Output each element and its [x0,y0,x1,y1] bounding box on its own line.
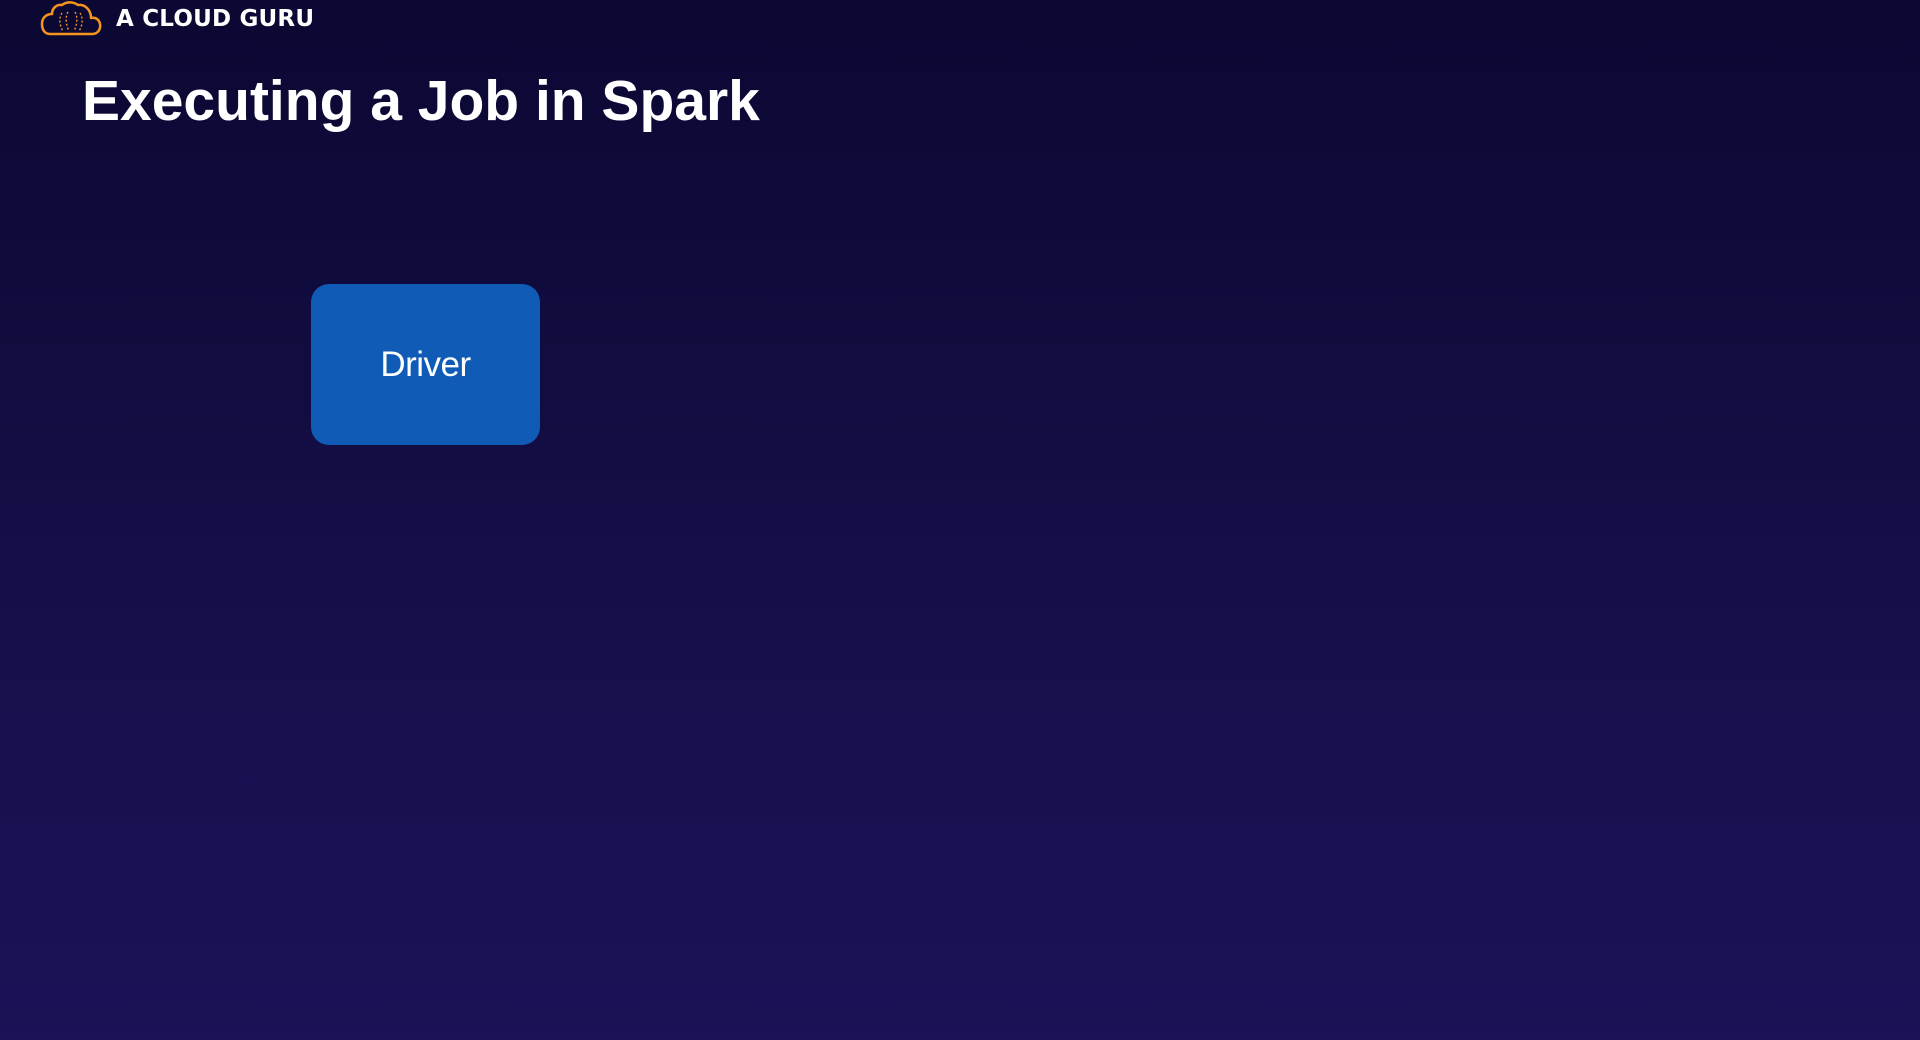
driver-node: Driver [311,284,540,445]
cloud-logo-icon [40,1,102,36]
brand-header: A CLOUD GURU [40,0,314,38]
brand-name: A CLOUD GURU [116,6,315,32]
slide-title: Executing a Job in Spark [82,69,760,133]
driver-label: Driver [380,344,471,384]
